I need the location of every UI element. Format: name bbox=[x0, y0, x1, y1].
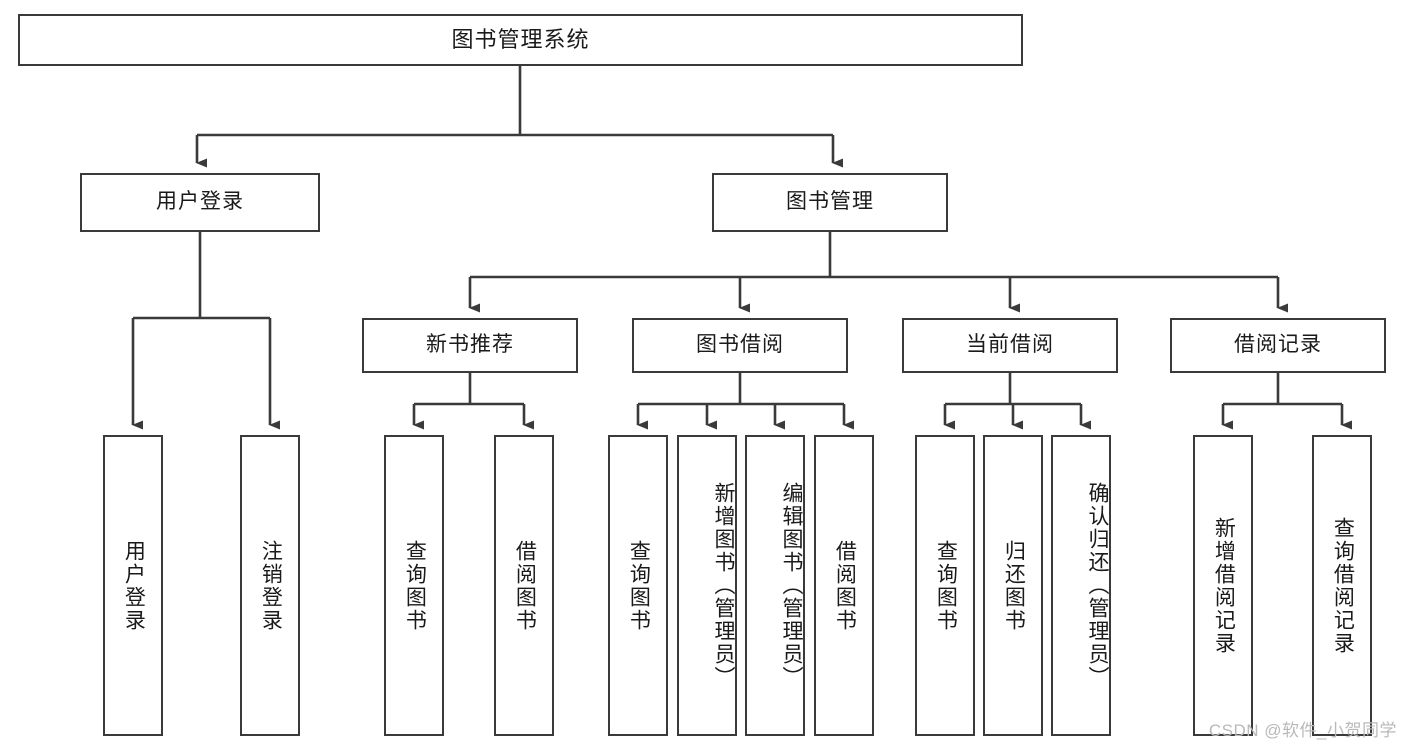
node-label: 借阅记录 bbox=[1234, 333, 1322, 357]
watermark-text: CSDN @软件_小贺同学 bbox=[1208, 721, 1397, 740]
node-leaf-borrow-book-2[interactable]: 借阅图书 bbox=[814, 435, 874, 736]
node-leaf-add-record[interactable]: 新增借阅记录 bbox=[1193, 435, 1253, 736]
node-label: 图书管理 bbox=[786, 190, 874, 214]
node-user-login[interactable]: 用户登录 bbox=[80, 173, 320, 232]
node-label: 查询图书 bbox=[627, 539, 651, 632]
node-root-system[interactable]: 图书管理系统 bbox=[18, 14, 1023, 66]
node-new-book-recommend[interactable]: 新书推荐 bbox=[362, 318, 578, 373]
node-label: 归还图书 bbox=[1002, 539, 1026, 632]
node-leaf-query-book-1[interactable]: 查询图书 bbox=[384, 435, 444, 736]
node-label: 用户登录 bbox=[122, 539, 146, 632]
node-label: 新书推荐 bbox=[426, 333, 514, 357]
node-borrow-record[interactable]: 借阅记录 bbox=[1170, 318, 1386, 373]
node-leaf-add-book[interactable]: 新增图书（管理员） bbox=[677, 435, 737, 736]
node-book-manage[interactable]: 图书管理 bbox=[712, 173, 948, 232]
node-label: 用户登录 bbox=[156, 190, 244, 214]
node-leaf-logout-login[interactable]: 注销登录 bbox=[240, 435, 300, 736]
node-leaf-user-login[interactable]: 用户登录 bbox=[103, 435, 163, 736]
node-leaf-confirm-return[interactable]: 确认归还（管理员） bbox=[1051, 435, 1111, 736]
node-leaf-query-book-2[interactable]: 查询图书 bbox=[608, 435, 668, 736]
node-label: 借阅图书 bbox=[513, 539, 537, 632]
node-leaf-borrow-book-1[interactable]: 借阅图书 bbox=[494, 435, 554, 736]
node-leaf-return-book[interactable]: 归还图书 bbox=[983, 435, 1043, 736]
node-label: 新增借阅记录 bbox=[1212, 516, 1236, 655]
node-current-borrow[interactable]: 当前借阅 bbox=[902, 318, 1118, 373]
node-label: 图书管理系统 bbox=[451, 27, 590, 53]
node-leaf-query-record[interactable]: 查询借阅记录 bbox=[1312, 435, 1372, 736]
node-leaf-query-book-3[interactable]: 查询图书 bbox=[915, 435, 975, 736]
node-label: 查询图书 bbox=[403, 539, 427, 632]
node-label: 查询借阅记录 bbox=[1331, 516, 1355, 655]
node-label: 当前借阅 bbox=[966, 333, 1054, 357]
node-label: 确认归还（管理员） bbox=[1086, 482, 1109, 689]
node-label: 借阅图书 bbox=[833, 539, 857, 632]
node-label: 查询图书 bbox=[934, 539, 958, 632]
node-label: 图书借阅 bbox=[696, 333, 784, 357]
node-label: 新增图书（管理员） bbox=[712, 482, 735, 689]
node-label: 编辑图书（管理员） bbox=[780, 482, 803, 689]
node-label: 注销登录 bbox=[259, 539, 283, 632]
node-leaf-edit-book[interactable]: 编辑图书（管理员） bbox=[745, 435, 805, 736]
node-book-borrow[interactable]: 图书借阅 bbox=[632, 318, 848, 373]
